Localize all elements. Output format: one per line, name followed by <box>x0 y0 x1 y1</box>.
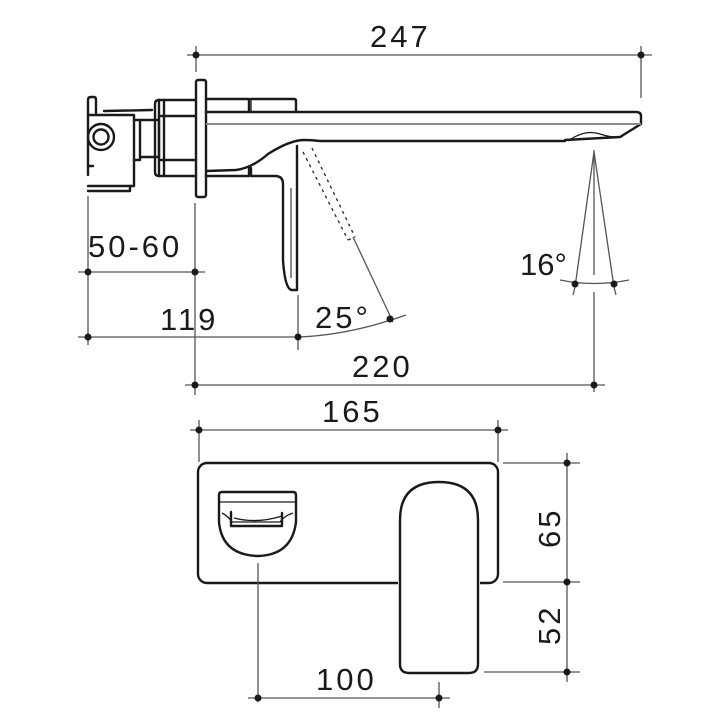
dimension-label-50-60: 50-60 <box>88 229 182 264</box>
dimension-100: 100 <box>248 662 450 708</box>
handle-lever <box>281 182 299 292</box>
dimension-220: 220 <box>185 349 605 389</box>
handle-top <box>204 97 298 114</box>
dimension-119: 119 <box>78 295 302 350</box>
dimension-label-100: 100 <box>316 662 377 697</box>
spout <box>204 110 643 292</box>
dimension-label-65: 65 <box>532 508 567 548</box>
dimension-label-220: 220 <box>352 349 413 384</box>
dimension-label-25deg: 25° <box>315 300 371 335</box>
dimension-65: 65 <box>503 453 580 682</box>
side-view: 247 <box>78 19 652 395</box>
dimension-50-60: 50-60 <box>78 196 205 395</box>
dimension-52: 52 <box>484 605 580 676</box>
backplate <box>196 461 500 585</box>
valve-body <box>86 95 198 193</box>
dimension-label-165: 165 <box>322 394 383 429</box>
wall-plate-side <box>194 78 208 199</box>
dimension-label-247: 247 <box>370 19 431 54</box>
dimension-25deg: 25° <box>298 236 407 338</box>
handle-rotated-dashed <box>302 147 356 241</box>
handle-front <box>398 480 480 678</box>
spout-outlet <box>217 490 298 702</box>
dimension-label-16deg: 16° <box>520 247 567 282</box>
spray-cone: 16° <box>520 150 630 392</box>
dimension-165: 165 <box>190 394 508 462</box>
dimension-247: 247 <box>187 19 652 98</box>
front-view: 165 65 5 <box>190 394 580 708</box>
dimension-label-52: 52 <box>532 605 567 645</box>
dimension-label-119: 119 <box>160 302 218 337</box>
